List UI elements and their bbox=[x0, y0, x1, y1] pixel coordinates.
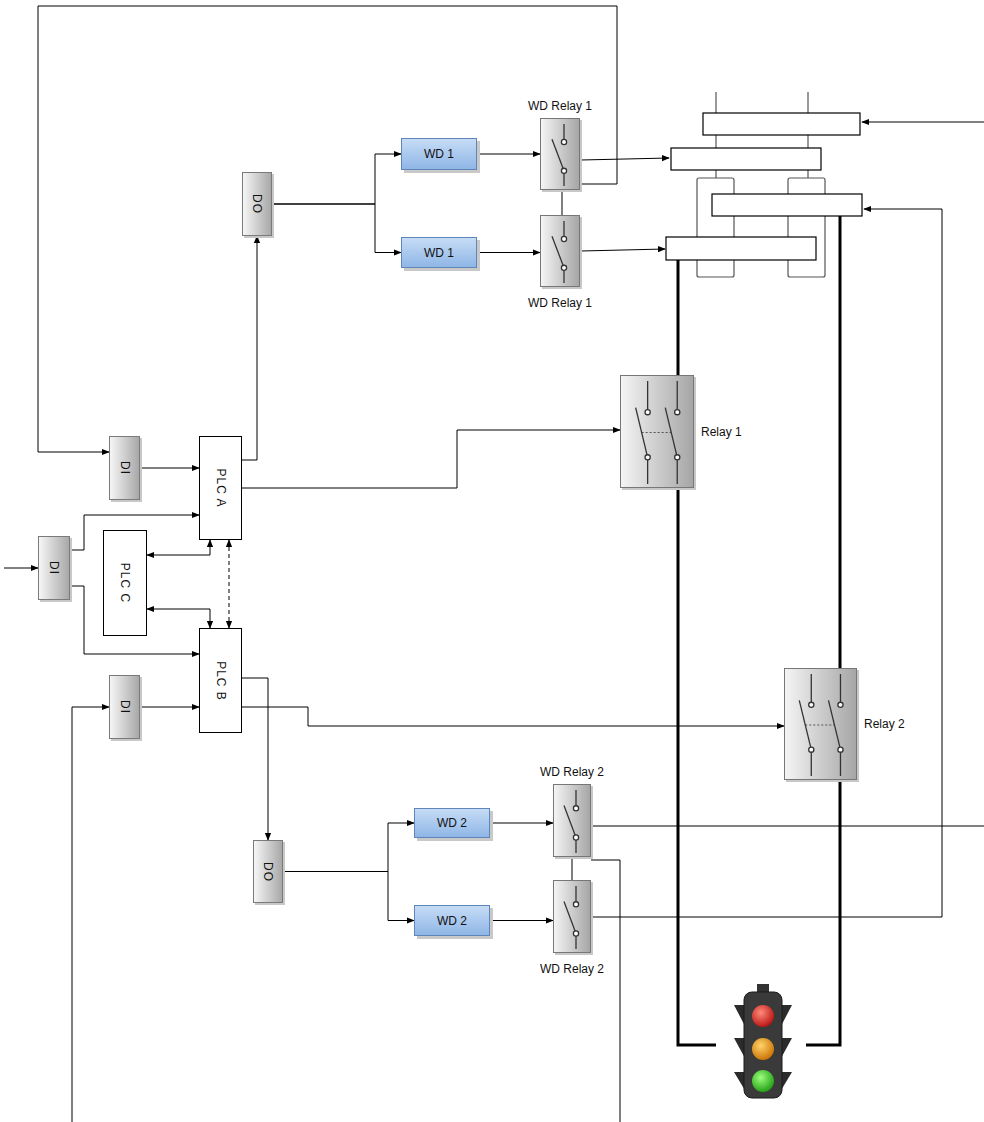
input-module: DI bbox=[109, 675, 140, 739]
box-label: DI bbox=[117, 461, 131, 475]
box-label: WD 1 bbox=[424, 245, 454, 259]
signal-wires bbox=[4, 122, 984, 1122]
input-module: DI bbox=[109, 436, 140, 500]
signal-arrow bbox=[272, 204, 401, 253]
traffic-light bbox=[734, 984, 792, 1098]
output-module: DO bbox=[253, 840, 283, 903]
contact-symbol bbox=[554, 785, 590, 856]
signal-arrow bbox=[477, 154, 540, 155]
signal-arrow bbox=[140, 468, 199, 469]
watchdog-box: WD 2 bbox=[414, 905, 490, 936]
box-label: WD 2 bbox=[437, 913, 467, 927]
signal-arrow bbox=[147, 609, 210, 628]
input-module: DI bbox=[38, 536, 70, 600]
relay-label: WD Relay 1 bbox=[528, 99, 592, 113]
box-label: PLC C bbox=[118, 563, 132, 603]
relay-symbol: Relay 2 bbox=[784, 668, 857, 780]
relay-symbol: Relay 1 bbox=[620, 375, 694, 488]
box-label: PLC B bbox=[213, 661, 227, 701]
signal-arrow bbox=[242, 430, 620, 488]
double-contact-symbol bbox=[621, 376, 693, 487]
plc-box: PLC A bbox=[199, 436, 242, 540]
relay-label: WD Relay 2 bbox=[540, 962, 604, 976]
plc-box: PLC B bbox=[199, 628, 242, 733]
contact-symbol bbox=[541, 119, 579, 189]
watchdog-relay: WD Relay 2 bbox=[553, 880, 591, 953]
signal-arrow bbox=[477, 252, 540, 253]
signal-arrow bbox=[140, 707, 199, 708]
power-wires bbox=[678, 216, 840, 1045]
coil-assembly bbox=[666, 92, 862, 277]
relay-label: WD Relay 1 bbox=[528, 296, 592, 310]
box-label: PLC A bbox=[213, 468, 227, 507]
box-label: DI bbox=[117, 700, 131, 714]
signal-arrow bbox=[242, 707, 784, 726]
box-label: DO bbox=[250, 194, 264, 214]
relay-label: Relay 1 bbox=[701, 424, 742, 438]
relay-label: Relay 2 bbox=[864, 717, 905, 731]
relay-label: WD Relay 2 bbox=[540, 765, 604, 779]
watchdog-box: WD 1 bbox=[401, 237, 477, 268]
dashed-link bbox=[229, 540, 230, 628]
watchdog-relay: WD Relay 1 bbox=[540, 118, 580, 190]
signal-arrow bbox=[490, 920, 553, 921]
signal-arrow bbox=[490, 823, 553, 824]
signal-arrow bbox=[38, 6, 617, 452]
watchdog-relay: WD Relay 2 bbox=[553, 784, 591, 857]
watchdog-box: WD 1 bbox=[401, 138, 477, 170]
contact-symbol bbox=[554, 881, 590, 952]
signal-arrow bbox=[283, 823, 414, 872]
watchdog-relay: WD Relay 1 bbox=[540, 215, 580, 287]
box-label: DI bbox=[47, 561, 61, 575]
signal-arrow bbox=[283, 872, 414, 921]
double-contact-symbol bbox=[785, 669, 856, 779]
plc-box: PLC C bbox=[103, 530, 147, 636]
box-label: WD 1 bbox=[424, 147, 454, 161]
signal-arrow bbox=[272, 154, 401, 204]
contact-symbol bbox=[541, 216, 579, 286]
output-module: DO bbox=[242, 172, 272, 236]
box-label: WD 2 bbox=[437, 816, 467, 830]
signal-arrow bbox=[147, 540, 210, 555]
signal-arrow bbox=[242, 236, 257, 460]
signal-arrow bbox=[242, 678, 268, 840]
watchdog-box: WD 2 bbox=[414, 808, 490, 838]
box-label: DO bbox=[261, 862, 275, 882]
